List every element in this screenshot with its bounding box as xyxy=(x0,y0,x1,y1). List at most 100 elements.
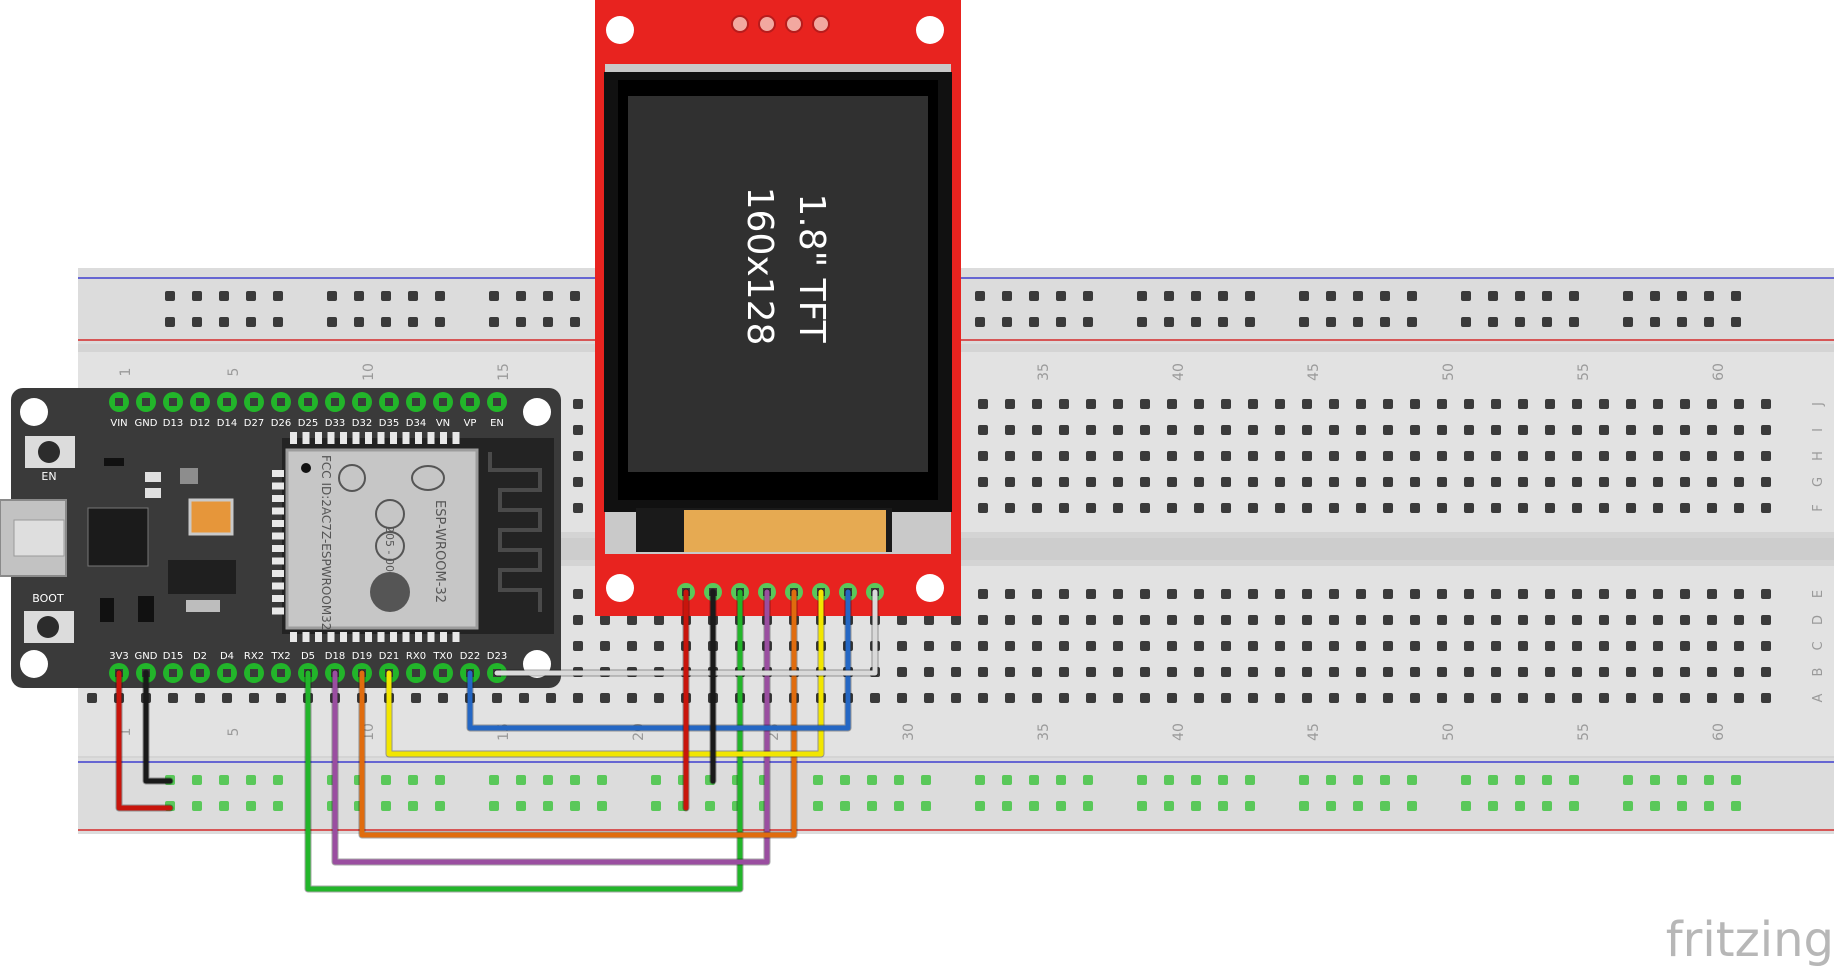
breadboard-hole xyxy=(1518,641,1528,651)
breadboard-hole xyxy=(1353,317,1363,327)
breadboard-hole xyxy=(1059,615,1069,625)
breadboard-hole xyxy=(1653,693,1663,703)
breadboard-hole xyxy=(870,693,880,703)
breadboard-hole xyxy=(1569,291,1579,301)
breadboard-hole xyxy=(435,775,445,785)
breadboard-hole xyxy=(570,775,580,785)
breadboard-hole xyxy=(1248,425,1258,435)
esp32-pin-label: VN xyxy=(436,418,450,429)
breadboard-hole xyxy=(1275,589,1285,599)
breadboard-hole xyxy=(1569,801,1579,811)
breadboard-hole xyxy=(597,775,607,785)
wire-3v3-power[interactable] xyxy=(116,589,689,811)
breadboard-hole xyxy=(1380,291,1390,301)
fcc-id-text: FCC ID:2AC7Z-ESPWROOM32 xyxy=(319,455,333,630)
wire-d22[interactable] xyxy=(467,589,851,731)
column-number: 40 xyxy=(1171,363,1187,381)
breadboard-hole xyxy=(654,615,664,625)
breadboard-hole xyxy=(1059,667,1069,677)
boot-button[interactable] xyxy=(24,611,74,643)
breadboard-hole xyxy=(1275,693,1285,703)
wire-d5[interactable] xyxy=(305,589,743,892)
breadboard-hole xyxy=(1761,399,1771,409)
column-number: 60 xyxy=(1711,363,1727,381)
breadboard-hole xyxy=(951,693,961,703)
esp32-pin-label: D2 xyxy=(193,651,207,662)
breadboard-hole xyxy=(1005,399,1015,409)
breadboard-hole xyxy=(654,693,664,703)
esp32-mount-hole xyxy=(20,398,48,426)
breadboard-hole xyxy=(627,693,637,703)
breadboard-hole xyxy=(1437,693,1447,703)
breadboard-hole xyxy=(1221,615,1231,625)
breadboard-hole xyxy=(1437,615,1447,625)
breadboard-hole xyxy=(654,641,664,651)
breadboard-hole xyxy=(1275,667,1285,677)
breadboard-hole xyxy=(1140,589,1150,599)
breadboard-hole xyxy=(1086,451,1096,461)
breadboard-hole xyxy=(519,693,529,703)
breadboard-hole xyxy=(1653,425,1663,435)
breadboard-hole xyxy=(1194,589,1204,599)
breadboard-hole xyxy=(1329,503,1339,513)
breadboard-hole xyxy=(1329,399,1339,409)
breadboard-hole xyxy=(411,693,421,703)
esp32-pin-label: D23 xyxy=(487,651,507,662)
breadboard-hole xyxy=(867,775,877,785)
en-button[interactable] xyxy=(25,436,75,468)
breadboard-hole xyxy=(1542,317,1552,327)
breadboard-hole xyxy=(192,801,202,811)
breadboard-hole xyxy=(1032,693,1042,703)
tft-resolution-label: 160x128 xyxy=(739,187,780,346)
breadboard-hole xyxy=(627,641,637,651)
breadboard-hole xyxy=(246,317,256,327)
breadboard-hole xyxy=(1248,667,1258,677)
wire-d19[interactable] xyxy=(359,589,797,838)
breadboard-hole xyxy=(1275,503,1285,513)
ce-mark xyxy=(375,531,405,561)
breadboard-hole xyxy=(1191,775,1201,785)
esp32-pin-label: D32 xyxy=(352,418,372,429)
row-letter: H xyxy=(1811,451,1826,461)
breadboard-hole xyxy=(516,775,526,785)
breadboard-hole xyxy=(1002,801,1012,811)
breadboard-hole xyxy=(1518,693,1528,703)
breadboard-hole xyxy=(573,477,583,487)
breadboard-hole xyxy=(1734,425,1744,435)
breadboard-hole xyxy=(1515,291,1525,301)
breadboard-hole xyxy=(1707,589,1717,599)
breadboard-hole xyxy=(1407,317,1417,327)
breadboard-hole xyxy=(1707,641,1717,651)
en-button-label: EN xyxy=(41,470,56,483)
breadboard-hole xyxy=(1113,425,1123,435)
breadboard-hole xyxy=(1329,477,1339,487)
breadboard-hole xyxy=(924,615,934,625)
breadboard-hole xyxy=(1380,775,1390,785)
breadboard-hole xyxy=(1302,667,1312,677)
breadboard-hole xyxy=(1221,451,1231,461)
wire-d23-mosi[interactable] xyxy=(494,589,878,676)
breadboard-hole xyxy=(192,291,202,301)
breadboard-hole xyxy=(1599,615,1609,625)
breadboard-hole xyxy=(840,801,850,811)
breadboard-hole xyxy=(1545,615,1555,625)
breadboard-hole xyxy=(1167,451,1177,461)
breadboard-hole xyxy=(705,801,715,811)
breadboard-hole xyxy=(1518,425,1528,435)
breadboard-hole xyxy=(1164,801,1174,811)
breadboard-hole xyxy=(1194,451,1204,461)
breadboard-hole xyxy=(921,801,931,811)
row-letter: I xyxy=(1811,428,1826,432)
breadboard-hole xyxy=(516,291,526,301)
breadboard-hole xyxy=(1032,503,1042,513)
breadboard-hole xyxy=(1626,641,1636,651)
breadboard-hole xyxy=(1164,291,1174,301)
breadboard-hole xyxy=(1086,667,1096,677)
breadboard-hole xyxy=(354,317,364,327)
wire-ground[interactable] xyxy=(143,589,716,784)
breadboard-hole xyxy=(1572,477,1582,487)
breadboard-hole xyxy=(435,801,445,811)
breadboard-hole xyxy=(1248,693,1258,703)
